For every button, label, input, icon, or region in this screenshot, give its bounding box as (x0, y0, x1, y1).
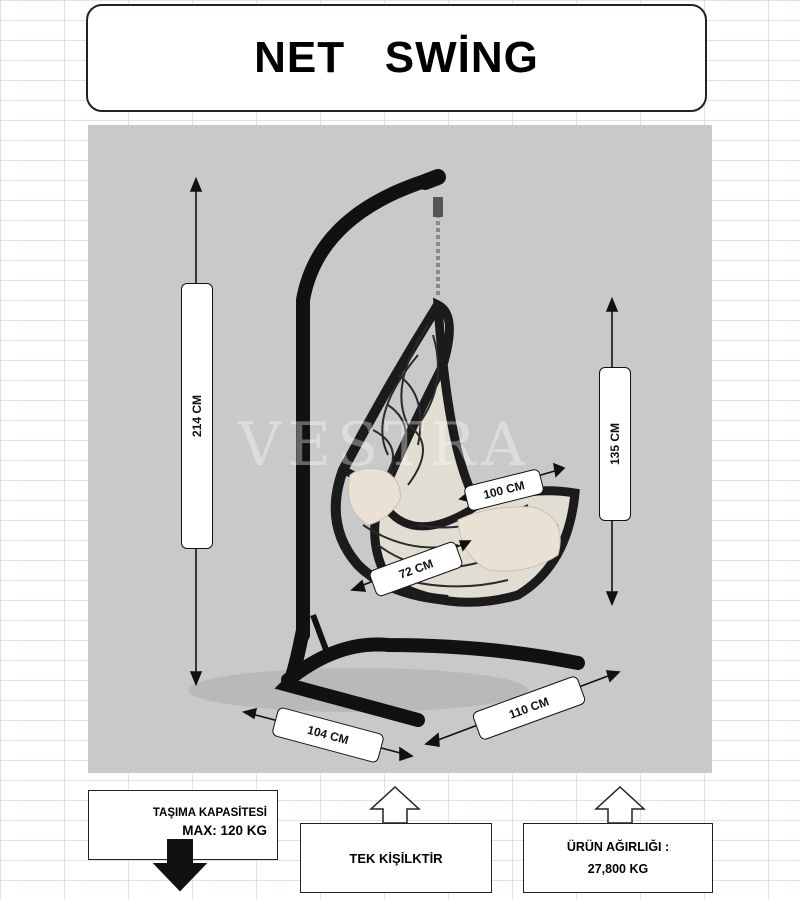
up-arrow-icon (369, 785, 421, 824)
dim-label-135: 135 CM (599, 367, 631, 521)
stand-brace (310, 613, 331, 657)
floor-shadow (188, 668, 528, 712)
product-title: NET SWİNG (254, 33, 539, 82)
base-leg-back (281, 637, 585, 687)
single-person-box: TEK KİŞİLKTİR (300, 823, 492, 893)
down-arrow-icon (152, 839, 208, 892)
single-person-text: TEK KİŞİLKTİR (349, 850, 443, 866)
hook (433, 197, 443, 217)
dim-label-214: 214 CM (181, 283, 213, 549)
weight-label: ÜRÜN AĞIRLIĞI : (566, 840, 670, 854)
product-photo: VESTRA 214 CM 135 CM 100 CM 72 CM 104 CM… (88, 125, 712, 773)
back-cushion (348, 467, 401, 526)
capacity-label: TAŞIMA KAPASİTESİ (152, 807, 267, 819)
seat-cushion (457, 506, 561, 572)
weight-value: 27,800 KG (587, 862, 649, 876)
watermark: VESTRA (238, 410, 531, 480)
stand-top-cap (417, 169, 446, 190)
stand-pole (296, 173, 435, 642)
capacity-value: MAX: 120 KG (182, 823, 267, 838)
up-arrow-icon-weight (594, 785, 646, 824)
title-box: NET SWİNG (86, 4, 707, 112)
weight-box: ÜRÜN AĞIRLIĞI : 27,800 KG (523, 823, 713, 893)
